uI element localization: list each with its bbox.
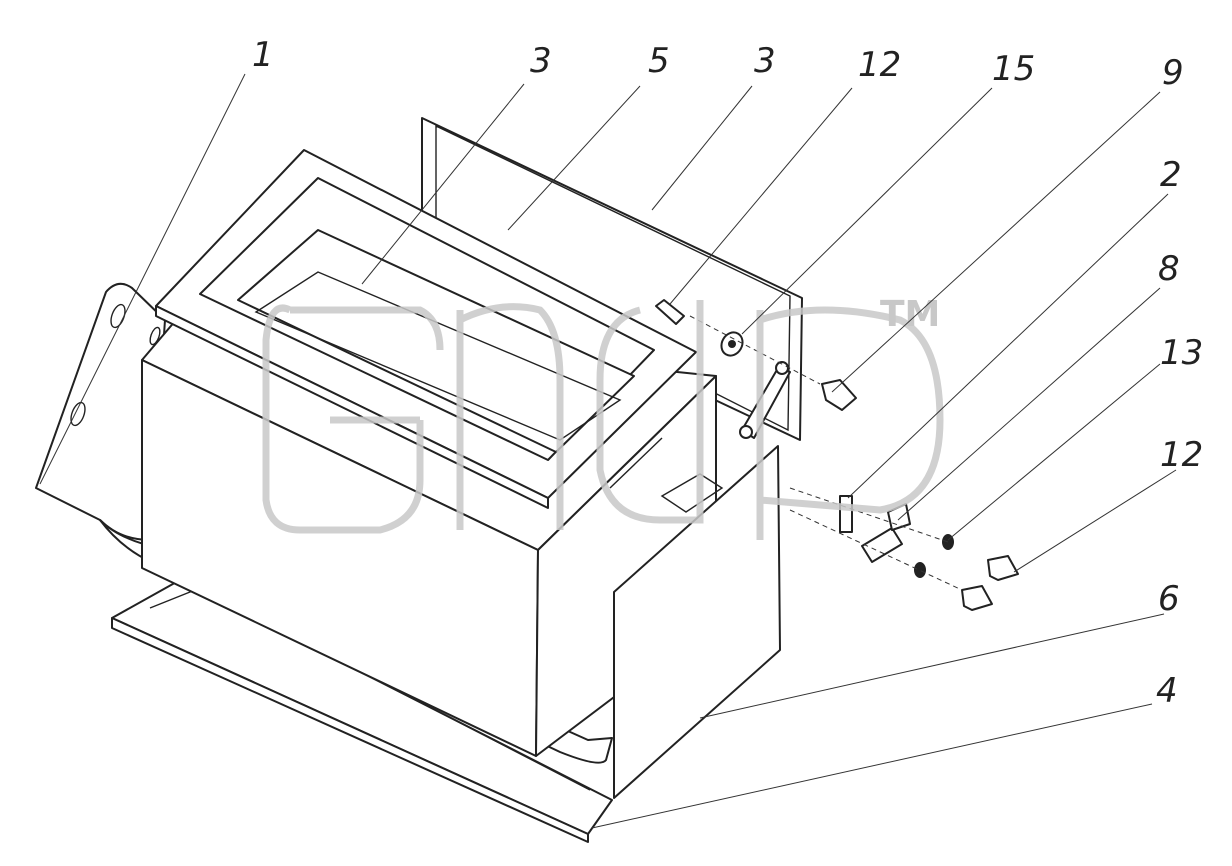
callout-3-left: 3 xyxy=(530,41,552,81)
callout-5: 5 xyxy=(648,41,670,81)
fasteners xyxy=(655,299,1019,611)
callout-3-right: 3 xyxy=(754,41,776,81)
callout-13: 13 xyxy=(1160,333,1203,373)
callout-4: 4 xyxy=(1156,671,1178,711)
watermark-trademark: TM xyxy=(880,294,940,335)
callout-12-top: 12 xyxy=(858,45,901,85)
leader-lines xyxy=(39,73,1177,829)
callout-8: 8 xyxy=(1158,249,1180,289)
watermark: TM xyxy=(262,294,944,540)
callouts: 1 3 5 3 12 15 9 2 8 13 12 6 4 xyxy=(252,35,1203,711)
callout-2: 2 xyxy=(1160,155,1182,195)
callout-6: 6 xyxy=(1158,579,1180,619)
callout-9: 9 xyxy=(1162,53,1184,93)
callout-1: 1 xyxy=(252,35,274,75)
side-panel xyxy=(613,445,781,799)
callout-12-bottom: 12 xyxy=(1160,435,1203,475)
callout-15: 15 xyxy=(992,49,1035,89)
